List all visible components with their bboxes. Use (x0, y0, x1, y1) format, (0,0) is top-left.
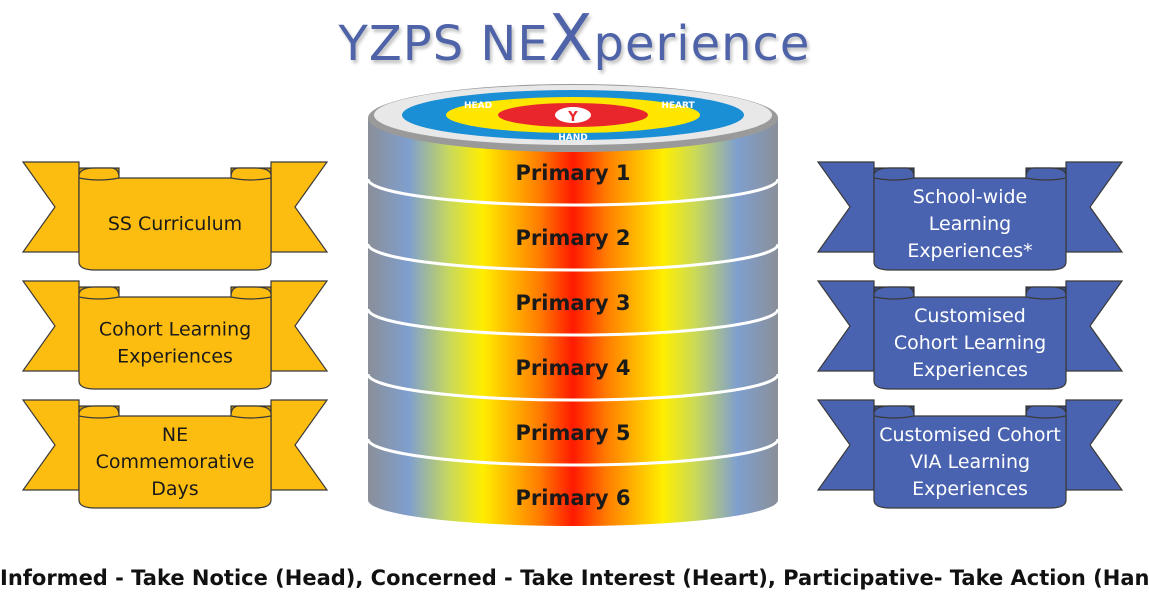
banner-text-line: Commemorative (96, 451, 255, 473)
ribbon-scroll-right (1025, 415, 1067, 419)
ribbon-face (873, 286, 1067, 390)
ribbon-scroll-right (230, 415, 272, 419)
banner-text-line: Experiences (912, 359, 1028, 381)
ribbon-tail-left (21, 280, 80, 372)
ribbon-scroll-right (1025, 177, 1067, 181)
cylinder: Primary 1 Primary 2 Primary 3 Primary 4 Prim… (366, 84, 780, 526)
ribbon-tail-left (816, 161, 875, 253)
banner-text-line: Cohort Learning (99, 319, 251, 341)
layer-divider (366, 308, 780, 337)
ribbon-tail-right (270, 280, 329, 372)
banner-text-line: Customised (914, 305, 1026, 327)
banner-text-line: Experiences (912, 478, 1028, 500)
banner-text-line: SS Curriculum (108, 213, 242, 235)
page-title: YZPS NEXperience (0, 2, 1149, 76)
ribbon-face (78, 286, 272, 390)
layer-divider (366, 243, 780, 272)
banner-text-line: Learning (929, 213, 1012, 235)
logo-letter: Y (567, 110, 578, 125)
layer-divider (366, 373, 780, 402)
layer-label-primary-3: Primary 3 (516, 291, 631, 315)
banner-text-line: VIA Learning (910, 451, 1030, 473)
layer-label-primary-6: Primary 6 (516, 486, 631, 510)
ribbon-scroll-left (78, 296, 120, 300)
ribbon-face (873, 405, 1067, 509)
ribbon-face (873, 167, 1067, 271)
title-part-end: perience (593, 16, 811, 72)
ribbon-scroll-right (230, 296, 272, 300)
lid-white-center (555, 107, 591, 123)
logo-ring-text-hand: HAND (558, 133, 588, 143)
banner-text-line: School-wide (913, 186, 1028, 208)
ribbon-tail-right (1065, 280, 1124, 372)
right-banners: School-wideLearningExperiences*Customise… (816, 161, 1124, 509)
ribbon-tail-right (1065, 161, 1124, 253)
ribbon-tail-left (21, 161, 80, 253)
footer-caption: Informed - Take Notice (Head), Concerned… (0, 566, 1149, 590)
ribbon-tail-right (270, 161, 329, 253)
layer-divider (366, 438, 780, 467)
layer-label-primary-1: Primary 1 (516, 161, 631, 185)
ribbon-scroll-left (78, 415, 120, 419)
ribbon-tail-right (270, 399, 329, 491)
layer-label-primary-4: Primary 4 (516, 356, 631, 380)
left-banner-1: SS Curriculum (21, 161, 329, 271)
layer-label-primary-2: Primary 2 (516, 226, 631, 250)
banner-text-line: NE (162, 424, 188, 446)
banner-text-line: Experiences* (907, 240, 1032, 262)
ribbon-face (78, 167, 272, 271)
ribbon-tail-left (816, 399, 875, 491)
ribbon-face (78, 405, 272, 509)
logo-ring-text-heart: HEART (661, 101, 695, 111)
ribbon-scroll-left (873, 177, 915, 181)
school-logo: Y HEAD HEART HAND (368, 84, 778, 152)
ribbon-scroll-right (1025, 296, 1067, 300)
banner-text-line: Days (151, 478, 198, 500)
logo-ring-text-head: HEAD (464, 101, 492, 111)
ribbon-scroll-left (873, 415, 915, 419)
ribbon-tail-right (1065, 399, 1124, 491)
title-part: YZPS NE (338, 16, 549, 72)
layer-label-primary-5: Primary 5 (516, 421, 631, 445)
banner-text-line: Cohort Learning (894, 332, 1046, 354)
layer-divider (366, 178, 780, 207)
title-x: X (548, 2, 594, 76)
ribbon-tail-left (816, 280, 875, 372)
banner-text-line: Customised Cohort (879, 424, 1061, 446)
ribbon-scroll-right (230, 177, 272, 181)
ribbon-tail-left (21, 399, 80, 491)
cylinder-body (368, 118, 778, 526)
ribbon-scroll-left (873, 296, 915, 300)
ribbon-scroll-left (78, 177, 120, 181)
banner-text-line: Experiences (117, 346, 233, 368)
